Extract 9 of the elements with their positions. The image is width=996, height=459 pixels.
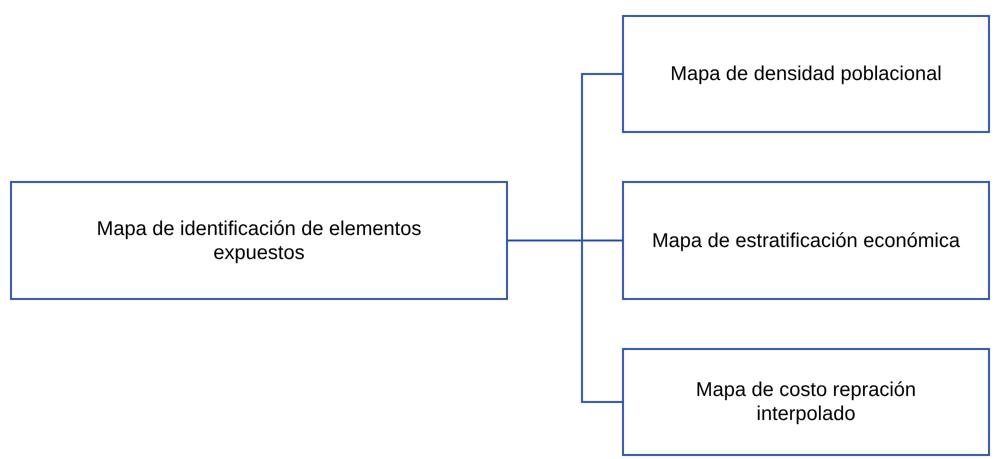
box-label: Mapa de costo repración interpolado [694, 378, 918, 426]
process-box [622, 348, 990, 456]
box-label: Mapa de densidad poblacional [670, 62, 942, 86]
box-label: Mapa de identificación de elementos expuestos [96, 216, 422, 264]
box-label: Mapa de estratificación económica [652, 228, 960, 252]
process-box [622, 15, 990, 133]
process-box [622, 181, 990, 300]
process-box [10, 181, 508, 300]
connector-line [508, 240, 622, 403]
